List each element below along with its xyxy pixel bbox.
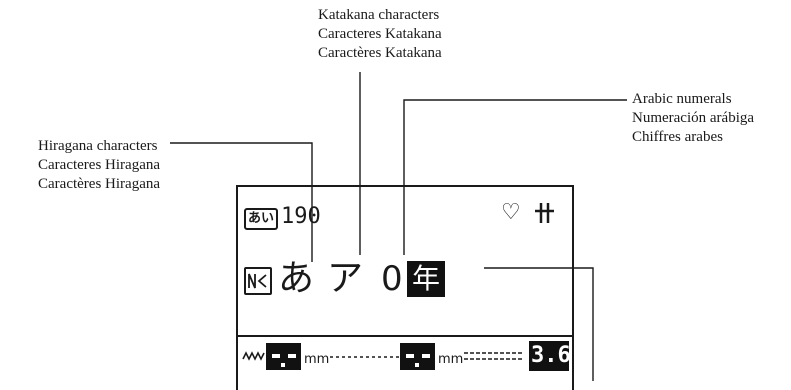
numeral-char: 0 (381, 259, 403, 299)
kanji-leader-line (484, 267, 594, 381)
length-unit: mm (438, 352, 464, 367)
arabic-label-fr: Chiffres arabes (632, 129, 723, 145)
settings-bar: mm mm 3.6 (238, 335, 572, 377)
katakana-label: Katakana characters Caracteres Katakana … (318, 6, 442, 63)
leader-lines (170, 72, 627, 381)
arabic-label-en: Arabic numerals (632, 91, 732, 107)
hiragana-label-fr: Caractères Hiragana (38, 176, 161, 192)
lcd-screen: あい 190 ♡ あ ア 0 年 mm mm 3. (236, 185, 574, 390)
mode-indicator: あい (244, 208, 278, 230)
katakana-char: ア (327, 258, 364, 299)
pattern-number: 190 (281, 204, 321, 229)
zigzag-width-icon (242, 351, 265, 361)
katakana-label-es: Caracteres Katakana (318, 26, 442, 42)
hiragana-label: Hiragana characters Caracteres Hiragana … (38, 137, 160, 194)
arabic-label: Arabic numerals Numeración arábiga Chiff… (632, 90, 754, 147)
hiragana-label-es: Caracteres Hiragana (38, 157, 161, 173)
arabic-leader-line (403, 99, 627, 255)
width-unit: mm (304, 352, 330, 367)
hiragana-leader-line (170, 142, 313, 262)
arabic-label-es: Numeración arábiga (632, 110, 755, 126)
length-value-display (400, 343, 435, 370)
heart-icon: ♡ (501, 200, 521, 225)
kanji-char: 年 (407, 261, 445, 297)
width-value-display (266, 343, 301, 370)
mode-label: あい (247, 211, 274, 226)
hiragana-label-en: Hiragana characters (38, 138, 158, 154)
katakana-label-en: Katakana characters (318, 7, 440, 23)
letter-mode-icon (244, 267, 272, 295)
hiragana-char: あ (278, 258, 315, 299)
twin-needle-icon (535, 203, 554, 223)
tension-value: 3.6 (529, 341, 571, 371)
katakana-label-fr: Caractères Katakana (318, 45, 442, 61)
tension-icon (464, 352, 524, 360)
